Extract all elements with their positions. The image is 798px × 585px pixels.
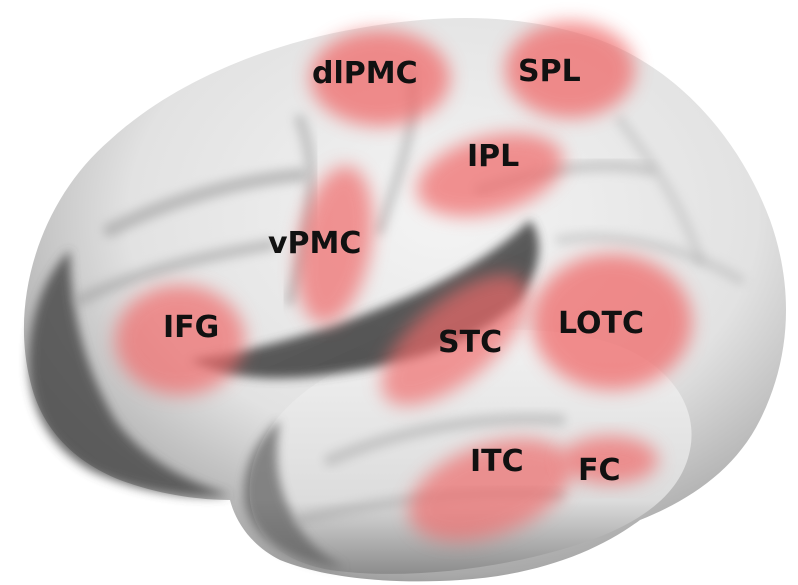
label-lotc: LOTC — [558, 306, 644, 341]
label-stc: STC — [438, 325, 502, 360]
label-ipl: IPL — [467, 139, 519, 174]
label-ifg: IFG — [163, 310, 219, 345]
label-fc: FC — [578, 453, 621, 488]
label-dlpmc: dlPMC — [312, 56, 418, 91]
label-itc: ITC — [470, 444, 524, 479]
label-vpmc: vPMC — [268, 226, 361, 261]
label-spl: SPL — [518, 54, 581, 89]
